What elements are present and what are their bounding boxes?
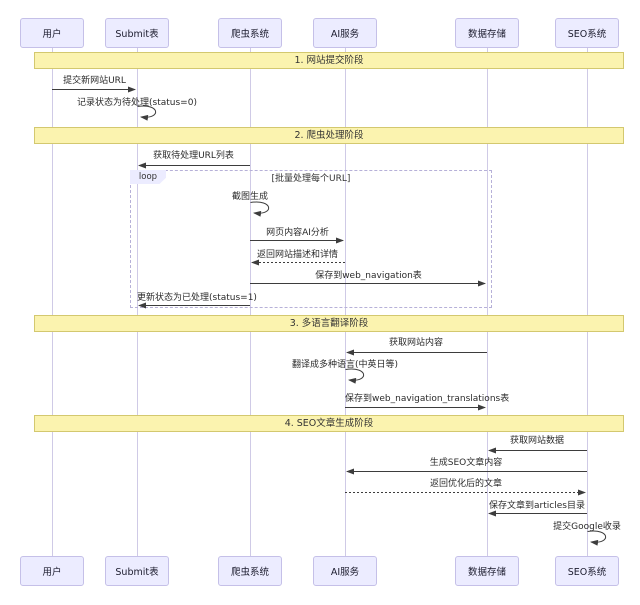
msg-ai-analyze-label: 网页内容AI分析 (266, 228, 329, 238)
msg-fetch-pending-label: 获取待处理URL列表 (153, 151, 234, 161)
lifeline-submit-table (136, 48, 138, 556)
participant-submit-top: Submit表 (105, 18, 169, 48)
lifeline-data-store (486, 48, 488, 556)
lifeline-crawler (249, 48, 251, 556)
msg-return-desc-label: 返回网站描述和详情 (256, 250, 338, 260)
participant-seo-bottom: SEO系统 (555, 556, 619, 586)
participant-seo-top: SEO系统 (555, 18, 619, 48)
participant-ai-top: AI服务 (313, 18, 377, 48)
phase-band-crawler: 2. 爬虫处理阶段 (34, 127, 624, 144)
lifeline-seo-system (586, 48, 588, 556)
selfloop-submit-google (587, 530, 607, 546)
msg-gen-seo-label: 生成SEO文章内容 (429, 458, 503, 468)
msg-save-articles-label: 保存文章到articles目录 (489, 501, 585, 511)
loop-frame (130, 170, 492, 308)
msg-submit-google-label: 提交Google收录 (553, 522, 621, 532)
phase-band-translate: 3. 多语言翻译阶段 (34, 315, 624, 332)
msg-get-content-label: 获取网站内容 (388, 338, 443, 348)
msg-record-pending-label: 记录状态为待处理(status=0) (77, 98, 197, 108)
participant-crawler-top: 爬虫系统 (218, 18, 282, 48)
msg-submit-url-label: 提交新网站URL (63, 76, 126, 86)
selfloop-record-pending (137, 105, 157, 121)
selfloop-translate (345, 368, 365, 384)
participant-datastore-top: 数据存储 (455, 18, 519, 48)
phase-band-submit: 1. 网站提交阶段 (34, 52, 624, 69)
participant-submit-bottom: Submit表 (105, 556, 169, 586)
msg-get-data-label: 获取网站数据 (509, 436, 564, 446)
participant-ai-bottom: AI服务 (313, 556, 377, 586)
participant-datastore-bottom: 数据存储 (455, 556, 519, 586)
participant-user-bottom: 用户 (20, 556, 84, 586)
msg-return-article-label: 返回优化后的文章 (429, 479, 502, 489)
msg-save-webnav-label: 保存到web_navigation表 (315, 271, 422, 281)
phase-band-seo: 4. SEO文章生成阶段 (34, 415, 624, 432)
msg-save-translations-label: 保存到web_navigation_translations表 (345, 394, 510, 404)
participant-crawler-bottom: 爬虫系统 (218, 556, 282, 586)
lifeline-ai-service (344, 48, 346, 556)
participant-user-top: 用户 (20, 18, 84, 48)
msg-update-processed-label: 更新状态为已处理(status=1) (137, 293, 257, 303)
msg-screenshot-label: 截图生成 (231, 192, 268, 202)
loop-tag: loop (130, 170, 166, 184)
selfloop-screenshot (250, 201, 270, 217)
msg-translate-label: 翻译成多种语言(中英日等) (291, 360, 399, 370)
lifeline-user (51, 48, 53, 556)
loop-condition: [批量处理每个URL] (271, 174, 351, 184)
